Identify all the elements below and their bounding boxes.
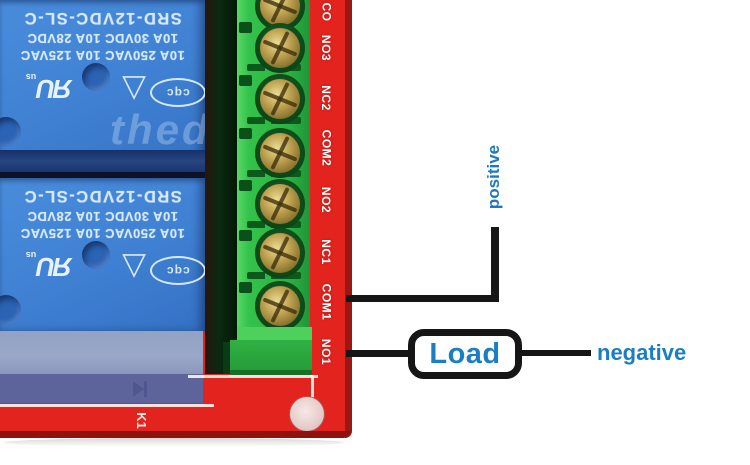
terminal-label-nc2: NC2 [318, 85, 333, 111]
negative-label: negative [597, 340, 687, 365]
wire-line-negative [521, 350, 591, 356]
silkscreen-line [188, 375, 318, 378]
relay-body-1: SRD-12VDC-SL-C 10A 30VDC 10A 28VDC 10A 2… [0, 0, 205, 172]
pcb-bottom-edge [0, 431, 350, 438]
terminal-screw [255, 228, 305, 278]
relay1-model-text: SRD-12VDC-SL-C [23, 9, 182, 27]
relay-body-2: SRD-12VDC-SL-C 10A 30VDC 10A 28VDC 10A 2… [0, 178, 205, 331]
wire-line-com1 [346, 295, 499, 302]
terminal-notch [239, 128, 252, 139]
terminal-screw [255, 128, 305, 178]
load-label: Load [429, 337, 501, 370]
terminal-label-com2: COM2 [319, 129, 334, 167]
relay-dimple [82, 241, 110, 269]
terminal-notch [239, 22, 252, 33]
terminal-block [237, 0, 310, 331]
vde-triangle-icon: ▽ [122, 246, 146, 281]
relay1-bottom-band [0, 150, 205, 172]
terminal-step-top [237, 327, 312, 340]
cqc-logo-icon: cqc [150, 256, 205, 285]
component-label-k1: K1 [133, 411, 149, 429]
relay1-rating-dc: 10A 30VDC 10A 28VDC [27, 31, 178, 46]
terminal-label-no3: NO3 [319, 34, 333, 62]
terminal-label-no1: NO1 [319, 338, 333, 366]
relay2-rating-dc: 10A 30VDC 10A 28VDC [27, 209, 178, 224]
terminal-notch [239, 230, 252, 241]
mounting-hole [289, 396, 325, 432]
terminal-notch [239, 180, 252, 191]
terminal-step-front [230, 340, 312, 370]
vde-triangle-icon: ▽ [122, 68, 146, 103]
terminal-label-no2: NO2 [319, 186, 333, 214]
terminal-label-nc1: NC1 [318, 239, 333, 265]
relay1-rating-ac: 10A 250VAC 10A 125VAC [20, 48, 185, 63]
relay-dimple [0, 117, 21, 147]
silkscreen-line [311, 375, 314, 409]
terminal-screw [255, 74, 305, 124]
relay2-side-face [0, 331, 203, 374]
relay2-rating-ac: 10A 250VAC 10A 125VAC [20, 226, 185, 241]
relay-dimple [82, 63, 110, 91]
terminal-screw [255, 281, 305, 331]
relay-gap [0, 172, 205, 178]
terminal-notch [239, 75, 252, 86]
terminal-label-com1: COM1 [319, 283, 334, 321]
terminal-step-notch [223, 342, 233, 374]
terminal-screw [255, 23, 305, 73]
diode-symbol-icon [133, 381, 147, 397]
positive-label: positive [484, 144, 503, 210]
terminal-screw [255, 179, 305, 229]
pcb-right-edge [345, 0, 352, 438]
relay2-base-face [0, 374, 203, 403]
wire-line-no1 [346, 350, 410, 357]
ul-mark-icon: ЯU us [25, 250, 72, 283]
silkscreen-line [0, 404, 214, 407]
relay2-model-text: SRD-12VDC-SL-C [23, 187, 182, 205]
board-shadow [4, 438, 344, 447]
wire-line-positive [491, 227, 499, 302]
terminal-notch [239, 282, 252, 293]
terminal-step-lip [230, 370, 312, 375]
cqc-logo-icon: cqc [150, 78, 205, 107]
load-box: Load [408, 329, 522, 379]
ul-mark-icon: ЯU us [25, 72, 72, 105]
watermark: thed [110, 106, 211, 153]
relay-dimple [0, 295, 21, 325]
terminal-shadow [205, 0, 237, 374]
